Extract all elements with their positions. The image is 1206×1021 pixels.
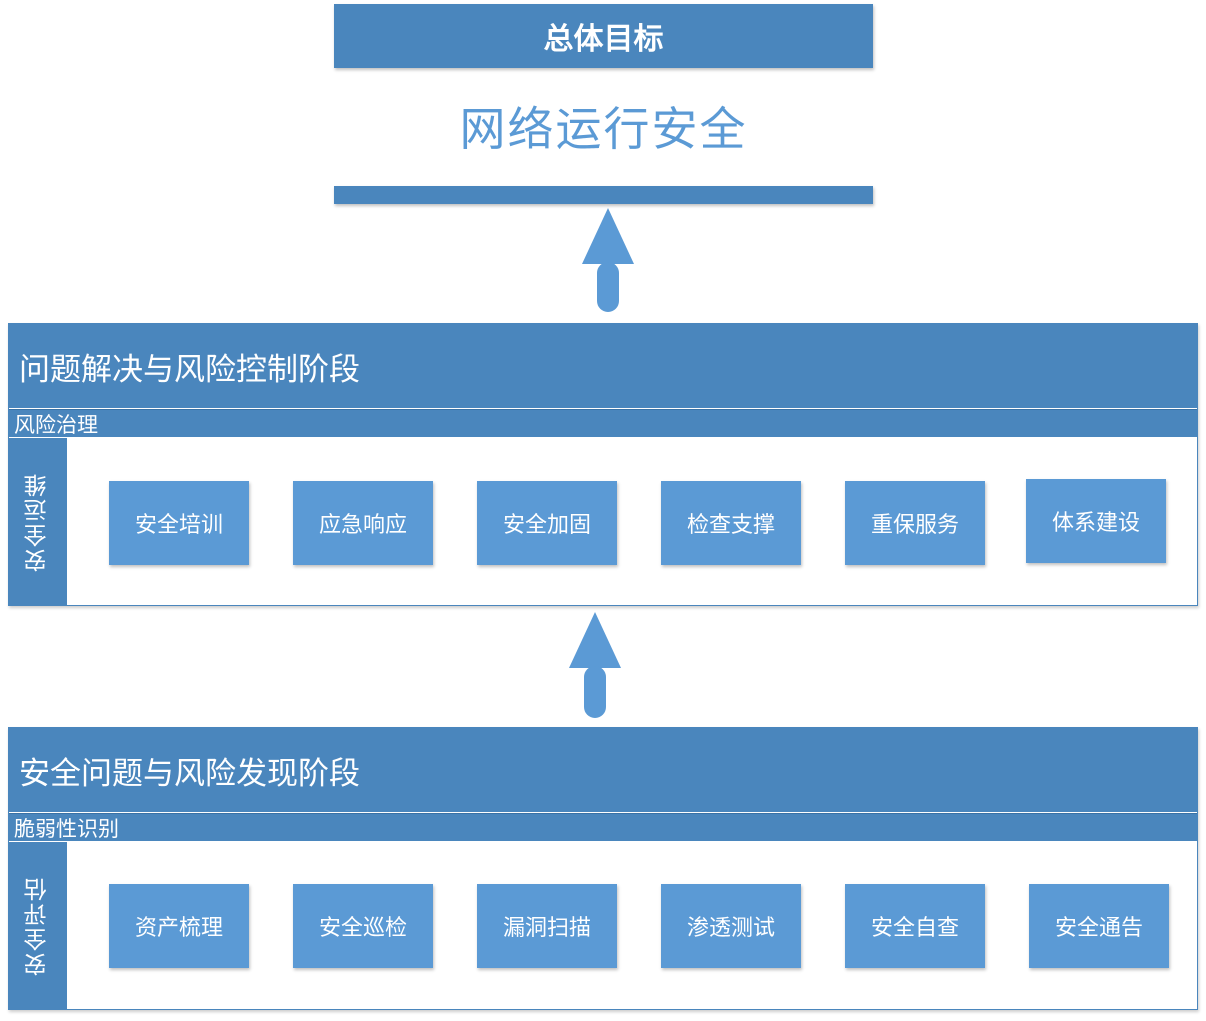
item-box: 安全通告 bbox=[1029, 884, 1169, 968]
item-box: 安全自查 bbox=[845, 884, 985, 968]
item-box: 安全培训 bbox=[109, 481, 249, 565]
goal-value: 网络运行安全 bbox=[459, 102, 748, 156]
goal-header: 总体目标 bbox=[334, 4, 873, 68]
up-arrow-icon bbox=[582, 208, 634, 312]
stage-title: 问题解决与风险控制阶段 bbox=[9, 324, 1197, 408]
item-box: 安全巡检 bbox=[293, 884, 433, 968]
up-arrow-icon bbox=[569, 612, 621, 718]
goal-bar bbox=[334, 186, 873, 204]
item-box: 渗透测试 bbox=[661, 884, 801, 968]
stage-subtitle: 脆弱性识别 bbox=[9, 813, 1197, 841]
item-box: 检查支撑 bbox=[661, 481, 801, 565]
item-box: 重保服务 bbox=[845, 481, 985, 565]
item-box: 体系建设 bbox=[1026, 479, 1166, 563]
stage-subtitle: 风险治理 bbox=[9, 409, 1197, 437]
stage-risk-discovery: 安全问题与风险发现阶段 脆弱性识别 安全评估 资产梳理 安全巡检 漏洞扫描 渗透… bbox=[8, 727, 1198, 1010]
item-box: 应急响应 bbox=[293, 481, 433, 565]
item-box: 资产梳理 bbox=[109, 884, 249, 968]
side-label-text: 安全评估 bbox=[25, 876, 51, 976]
stage-risk-control: 问题解决与风险控制阶段 风险治理 安全运维 安全培训 应急响应 安全加固 检查支… bbox=[8, 323, 1198, 606]
item-box: 安全加固 bbox=[477, 481, 617, 565]
item-box: 漏洞扫描 bbox=[477, 884, 617, 968]
stage-title: 安全问题与风险发现阶段 bbox=[9, 728, 1197, 812]
side-label: 安全评估 bbox=[9, 842, 67, 1010]
side-label-text: 安全运维 bbox=[25, 472, 51, 572]
side-label: 安全运维 bbox=[9, 438, 67, 606]
